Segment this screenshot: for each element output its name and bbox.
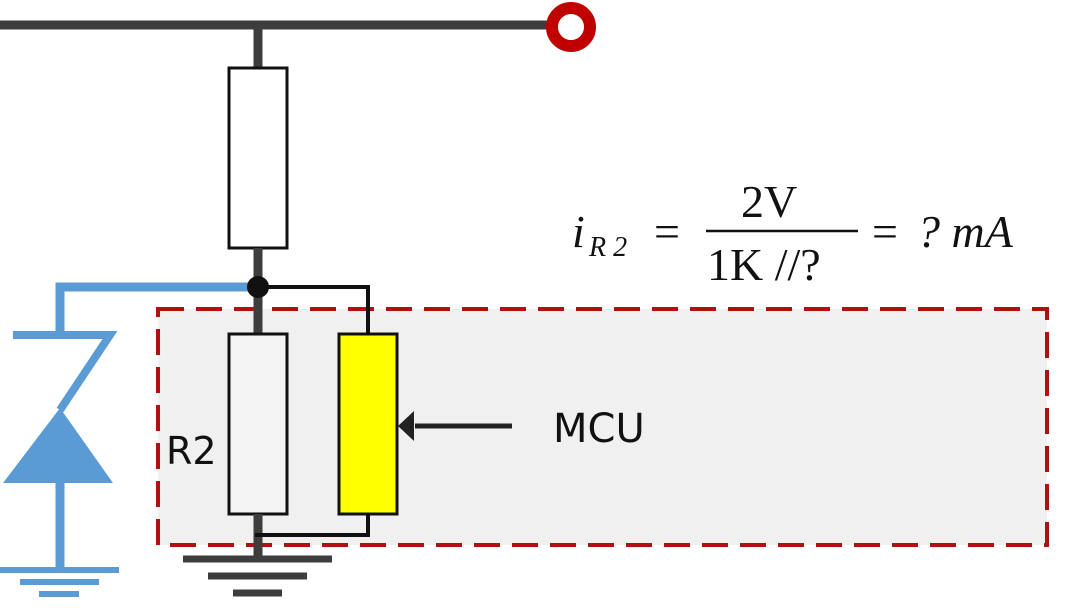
resistor-r2 [227,332,289,516]
r2-label: R2 [166,429,217,473]
formula-result: ? mA [917,206,1014,257]
zener-ground-symbol [0,567,119,597]
wire-junction-to-mcu [258,285,370,334]
formula-lhs-var: i [572,206,585,257]
current-formula: i R 2 = 2V 1K //? = ? mA [572,176,1014,290]
formula-denominator: 1K //? [707,239,821,290]
zener-triangle [3,408,113,483]
output-terminal[interactable] [546,2,596,52]
formula-equals-1: = [654,206,680,257]
zener-wire [55,282,258,335]
wire-mcu-to-r2-bottom [255,514,370,537]
mcu-label: MCU [553,406,645,452]
formula-lhs-sub: R 2 [588,232,627,263]
formula-equals-2: = [872,206,898,257]
mcu-input-resistor [337,332,399,516]
zener-cathode-bar [13,331,118,413]
formula-numerator: 2V [741,176,797,227]
mcu-region-box [156,307,1049,547]
junction-node [247,276,269,298]
resistor-r1 [227,66,289,250]
mcu-arrow-head-icon [398,411,414,441]
main-ground-symbol [183,555,332,597]
